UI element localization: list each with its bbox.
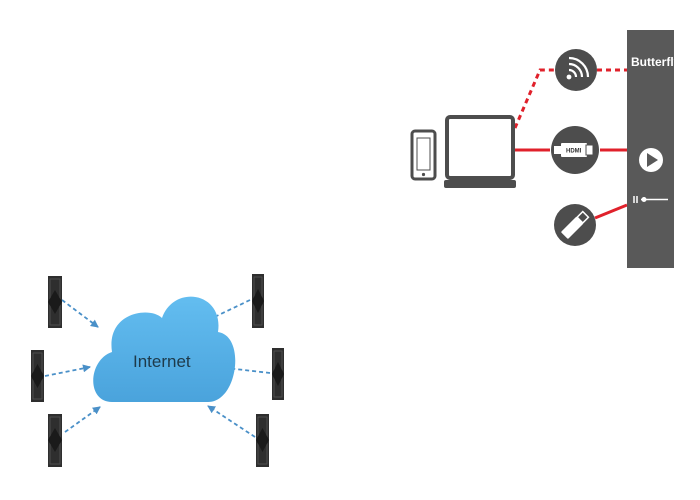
wifi-link-laptop: [513, 68, 555, 129]
speaker-bottom-left: [48, 414, 62, 467]
laptop-icon: [444, 115, 516, 188]
speaker-top-right: [252, 274, 264, 328]
speaker-mid-left: [31, 350, 44, 402]
connection-diagram: HDMI Butterfly: [410, 30, 681, 268]
usb-link-device: [594, 203, 628, 220]
speaker-mid-right: [272, 348, 284, 400]
arrow-mid-left: [44, 364, 91, 377]
arrow-top-left: [61, 299, 99, 328]
cloud-icon: Internet: [93, 296, 236, 402]
cloud-label: Internet: [133, 352, 191, 371]
play-icon: [639, 148, 663, 172]
volume-slider: [633, 196, 668, 203]
wifi-icon: [555, 49, 597, 91]
butterfly-device: Butterfly: [627, 30, 681, 268]
device-label: Butterfly: [631, 55, 681, 69]
arrow-bottom-right: [207, 405, 256, 438]
hdmi-label: HDMI: [566, 149, 582, 155]
speaker-bottom-right: [256, 414, 269, 467]
usb-icon: [554, 204, 596, 246]
hdmi-icon: HDMI: [551, 126, 599, 174]
arrow-bottom-left: [64, 406, 101, 433]
internet-diagram: Internet: [31, 274, 284, 467]
speaker-top-left: [48, 276, 62, 328]
connection-lines: [513, 68, 628, 220]
phone-icon: [410, 129, 437, 181]
